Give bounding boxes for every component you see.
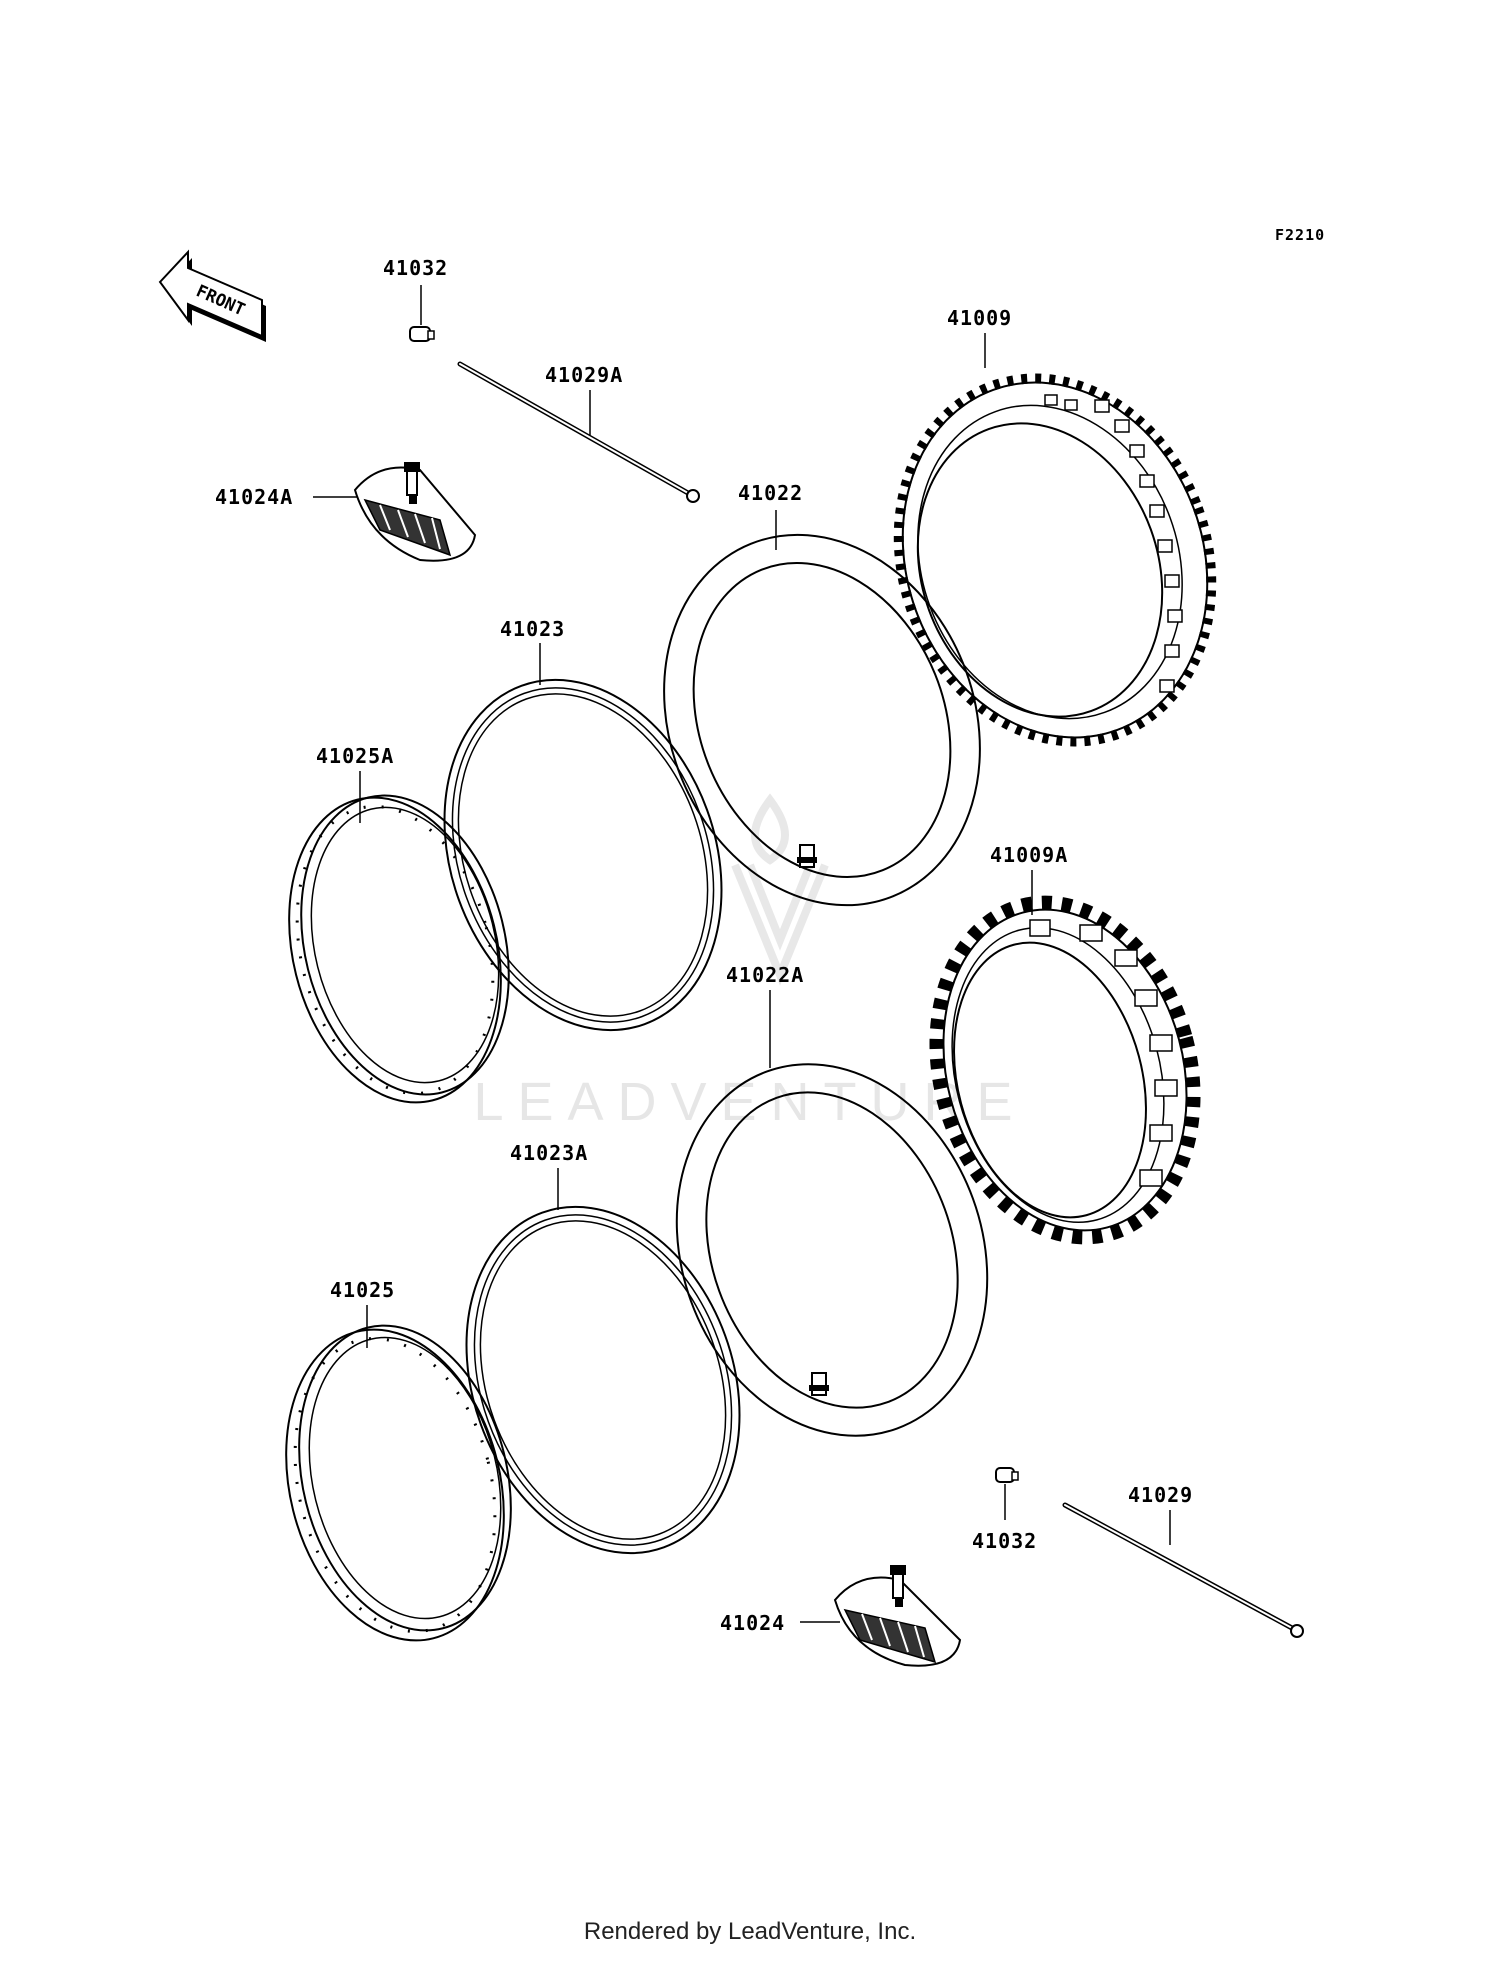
watermark-logo-icon — [731, 793, 829, 986]
tube-rear-valve-icon — [809, 1372, 829, 1396]
valve-cap-bottom-icon — [995, 1467, 1019, 1483]
label-valve-cap-top: 41032 — [383, 256, 448, 280]
label-rim-tape-rear: 41023A — [510, 1141, 588, 1165]
tire-tread-icon — [1044, 394, 1183, 693]
watermark-text: LEADVENTURE — [473, 1072, 1026, 1132]
rim-tape-front: 41023 — [443, 617, 723, 1032]
tire-front: 41009 — [893, 306, 1217, 747]
spoke-icon — [457, 361, 700, 503]
tube-rear: 41022A — [675, 963, 989, 1437]
tube-valve-icon — [797, 844, 817, 868]
label-rim-band-top: 41024A — [215, 485, 293, 509]
tire-rear-tread-icon — [1029, 919, 1178, 1187]
rim-rear: 41025 — [285, 1278, 512, 1642]
tire-rear: 41009A — [929, 843, 1201, 1245]
label-rim-front: 41025A — [316, 744, 394, 768]
spoke-bottom-icon — [1062, 1502, 1304, 1638]
valve-cap-icon — [409, 326, 435, 342]
rim-band-icon — [353, 462, 477, 562]
label-tube-rear: 41022A — [726, 963, 804, 987]
label-rim-rear: 41025 — [330, 1278, 395, 1302]
valve-cap-top: 41032 — [383, 256, 448, 342]
label-tire-rear: 41009A — [990, 843, 1068, 867]
diagram-code: F2210 — [1275, 226, 1325, 244]
label-rim-tape-front: 41023 — [500, 617, 565, 641]
rim-front: 41025A — [288, 744, 510, 1104]
label-tube-front: 41022 — [738, 481, 803, 505]
label-spoke-bottom: 41029 — [1128, 1483, 1193, 1507]
footer-credit: Rendered by LeadVenture, Inc. — [583, 1918, 917, 1945]
spoke-top: 41029A — [457, 361, 700, 503]
label-tire-front: 41009 — [947, 306, 1012, 330]
label-valve-cap-bottom: 41032 — [972, 1529, 1037, 1553]
spoke-bottom: 41029 — [1062, 1483, 1304, 1638]
label-spoke-top: 41029A — [545, 363, 623, 387]
tube-front: 41022 — [663, 481, 981, 907]
label-rim-band-bottom: 41024 — [720, 1611, 785, 1635]
rim-band-bottom-icon — [833, 1565, 962, 1667]
rim-band-top: 41024A — [215, 462, 477, 562]
watermark: LEADVENTURE — [473, 793, 1026, 1132]
rim-band-bottom: 41024 — [720, 1565, 962, 1667]
valve-cap-bottom: 41032 — [972, 1467, 1037, 1553]
rim-tape-rear: 41023A — [465, 1141, 741, 1555]
front-arrow-icon: FRONT — [158, 249, 266, 342]
